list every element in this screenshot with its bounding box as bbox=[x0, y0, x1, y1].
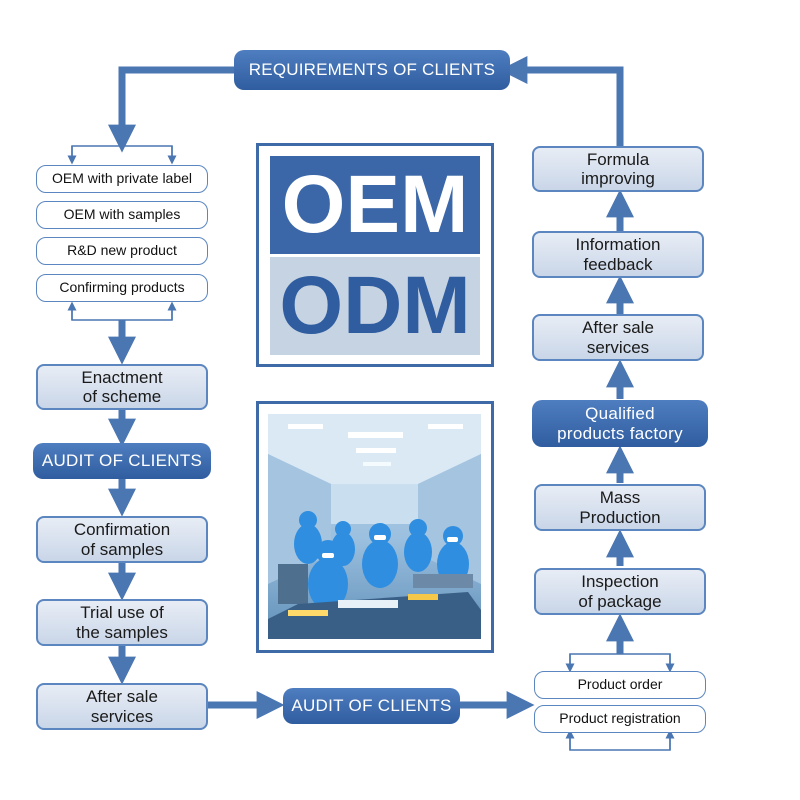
step-audit-of-clients-left: AUDIT OF CLIENTS bbox=[33, 443, 211, 479]
step-confirmation-of-samples: Confirmation of samples bbox=[36, 516, 208, 563]
bracket-right-bottom bbox=[569, 736, 671, 751]
step-formula-improving: Formula improving bbox=[532, 146, 704, 192]
step-qualified-products-factory: Qualified products factory bbox=[532, 400, 708, 447]
arrow-right-to-header bbox=[499, 56, 624, 146]
option-private-label: OEM with private label bbox=[36, 165, 208, 193]
option-with-samples: OEM with samples bbox=[36, 201, 208, 229]
bracket-left-bottom bbox=[71, 308, 173, 321]
factory-cleanroom-photo bbox=[268, 414, 481, 639]
step-mass-production: Mass Production bbox=[534, 484, 706, 531]
step-audit-of-clients-bottom: AUDIT OF CLIENTS bbox=[283, 688, 460, 724]
option-product-registration: Product registration bbox=[534, 705, 706, 733]
odm-text: ODM bbox=[270, 257, 480, 355]
header-requirements: REQUIREMENTS OF CLIENTS bbox=[234, 50, 510, 90]
bracket-left-top bbox=[71, 145, 173, 158]
bracket-right-top bbox=[569, 653, 671, 667]
step-after-sale-services-right: After sale services bbox=[532, 314, 704, 361]
arrow-header-to-left bbox=[108, 66, 236, 153]
step-after-sale-services-left: After sale services bbox=[36, 683, 208, 730]
step-information-feedback: Information feedback bbox=[532, 231, 704, 278]
step-enactment-of-scheme: Enactment of scheme bbox=[36, 364, 208, 410]
option-rd-new-product: R&D new product bbox=[36, 237, 208, 265]
option-confirming-products: Confirming products bbox=[36, 274, 208, 302]
step-trial-use-of-samples: Trial use of the samples bbox=[36, 599, 208, 646]
oem-text: OEM bbox=[270, 156, 480, 254]
option-product-order: Product order bbox=[534, 671, 706, 699]
step-inspection-of-package: Inspection of package bbox=[534, 568, 706, 615]
